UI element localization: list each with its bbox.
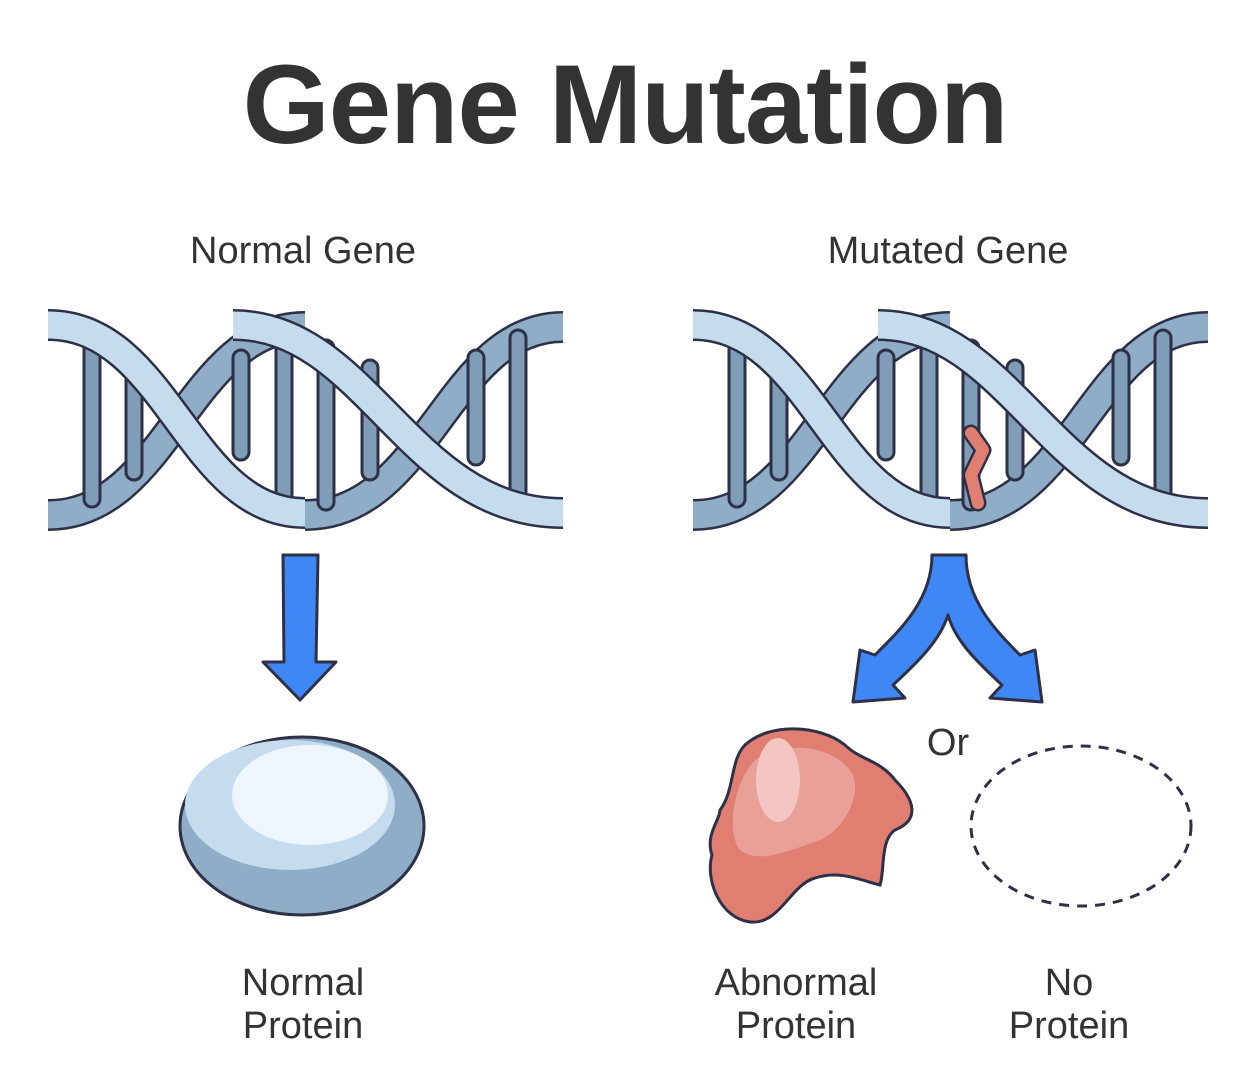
- normal-protein-icon: [178, 735, 426, 917]
- normal-protein-line1: Normal: [241, 962, 365, 1004]
- no-protein-line2: Protein: [1008, 1005, 1130, 1047]
- mutated-gene-label: Mutated Gene: [827, 230, 1069, 272]
- normal-dna-helix: [48, 325, 563, 515]
- mutated-dna-helix: [693, 325, 1208, 515]
- normal-gene-label: Normal Gene: [190, 230, 416, 272]
- abnormal-protein-line1: Abnormal: [714, 962, 878, 1004]
- abnormal-protein-icon: [708, 727, 914, 924]
- abnormal-protein-line2: Protein: [735, 1005, 857, 1047]
- no-protein-label: No Protein: [1009, 962, 1129, 1048]
- fork-arrow: [851, 553, 1044, 704]
- or-label: Or: [926, 722, 970, 764]
- abnormal-protein-label: Abnormal Protein: [715, 962, 878, 1048]
- no-protein-outline: [969, 744, 1193, 908]
- normal-protein-line2: Protein: [242, 1005, 364, 1047]
- normal-protein-label: Normal Protein: [242, 962, 364, 1048]
- page-title: Gene Mutation: [242, 42, 1009, 167]
- down-arrow: [261, 553, 338, 702]
- no-protein-line1: No: [1044, 962, 1094, 1004]
